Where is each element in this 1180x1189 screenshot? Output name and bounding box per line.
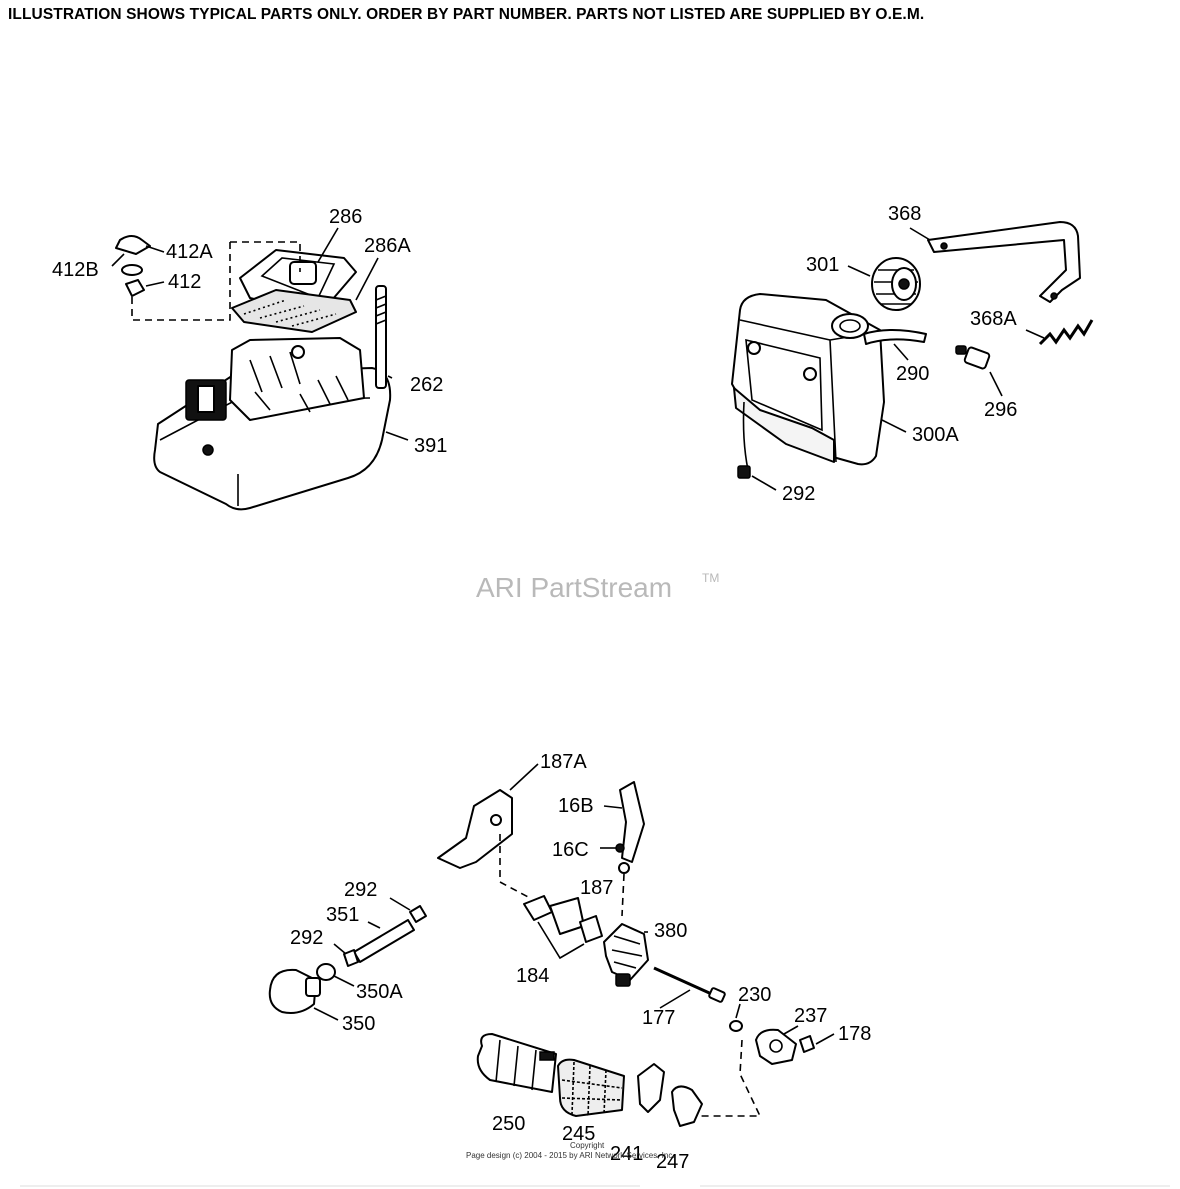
part-380-carburetor — [603, 923, 649, 987]
part-177-shaft — [653, 966, 726, 1003]
label-391: 391 — [414, 435, 447, 457]
label-368a: 368A — [970, 308, 1017, 330]
watermark-text: ARI PartStream — [476, 572, 672, 603]
part-368-bracket — [927, 221, 1081, 303]
label-350a: 350A — [356, 981, 403, 1003]
part-301-fuel-cap — [871, 257, 921, 311]
label-16b: 16B — [558, 795, 594, 817]
label-241: 241 — [610, 1143, 643, 1165]
label-184: 184 — [516, 965, 549, 987]
part-187a-bracket — [437, 789, 513, 869]
label-296: 296 — [984, 399, 1017, 421]
label-178: 178 — [838, 1023, 871, 1045]
part-286a-filter — [231, 289, 357, 333]
part-300a-fuel-tank — [731, 293, 885, 471]
part-184-gasket-a — [523, 895, 553, 921]
footer-page-design: Page design (c) 2004 - 2015 by ARI Netwo… — [466, 1151, 675, 1160]
page-header: ILLUSTRATION SHOWS TYPICAL PARTS ONLY. O… — [8, 6, 925, 23]
label-292-tank: 292 — [782, 483, 815, 505]
label-412a: 412A — [166, 241, 213, 263]
part-350a-retainer — [316, 963, 336, 981]
label-262: 262 — [410, 374, 443, 396]
label-187a: 187A — [540, 751, 587, 773]
footer-copyright: Copyright — [570, 1141, 605, 1150]
part-391-air-cleaner-base — [153, 337, 392, 511]
label-286: 286 — [329, 206, 362, 228]
carburetor-group — [268, 781, 815, 1127]
fuel-tank-group — [731, 221, 1094, 479]
label-187: 187 — [580, 877, 613, 899]
part-245-filter-screen — [557, 1058, 625, 1117]
part-351-fuel-line — [353, 919, 415, 963]
part-296-fuel-fitting — [955, 345, 991, 370]
part-292-clamp-c — [343, 949, 359, 967]
part-290-fuel-line — [863, 329, 927, 345]
part-262-stud — [375, 285, 387, 389]
label-245: 245 — [562, 1123, 595, 1145]
label-16c: 16C — [552, 839, 589, 861]
part-412b-wing-nut — [115, 235, 151, 255]
part-368a-spring — [1038, 319, 1094, 346]
part-350-primer-bulb — [268, 968, 321, 1014]
part-412a-washer — [121, 264, 143, 276]
part-412-nut — [125, 279, 145, 297]
label-350: 350 — [342, 1013, 375, 1035]
assembly-dash-line — [131, 241, 301, 321]
part-241-cover — [637, 1063, 665, 1113]
part-230-washer — [729, 1020, 743, 1032]
label-292-lower: 292 — [290, 927, 323, 949]
part-178-nut — [799, 1035, 815, 1053]
label-250: 250 — [492, 1113, 525, 1135]
label-177: 177 — [642, 1007, 675, 1029]
part-247-primer-ring — [671, 1085, 703, 1127]
leader-lines — [111, 227, 1045, 1045]
label-351: 351 — [326, 904, 359, 926]
part-labels: 286 286A 412B 412A 412 262 391 368 301 3… — [52, 203, 1017, 1173]
label-412b: 412B — [52, 259, 99, 281]
label-290: 290 — [896, 363, 929, 385]
part-184-gasket-b — [579, 915, 603, 943]
air-cleaner-group — [115, 235, 392, 511]
label-230: 230 — [738, 984, 771, 1006]
label-380: 380 — [654, 920, 687, 942]
label-301: 301 — [806, 254, 839, 276]
label-237: 237 — [794, 1005, 827, 1027]
label-368: 368 — [888, 203, 921, 225]
watermark-trademark: TM — [702, 571, 719, 585]
label-247: 247 — [656, 1151, 689, 1173]
label-300a: 300A — [912, 424, 959, 446]
part-16c-screw — [615, 843, 625, 853]
part-237-housing — [755, 1028, 797, 1065]
part-292-clamp — [737, 465, 751, 479]
label-412: 412 — [168, 271, 201, 293]
label-292-upper: 292 — [344, 879, 377, 901]
part-16b-throttle-plate — [619, 781, 645, 863]
part-187-spacer — [549, 897, 585, 935]
part-250-filter-housing — [476, 1033, 557, 1093]
label-286a: 286A — [364, 235, 411, 257]
part-292-clamp-b — [409, 905, 427, 923]
